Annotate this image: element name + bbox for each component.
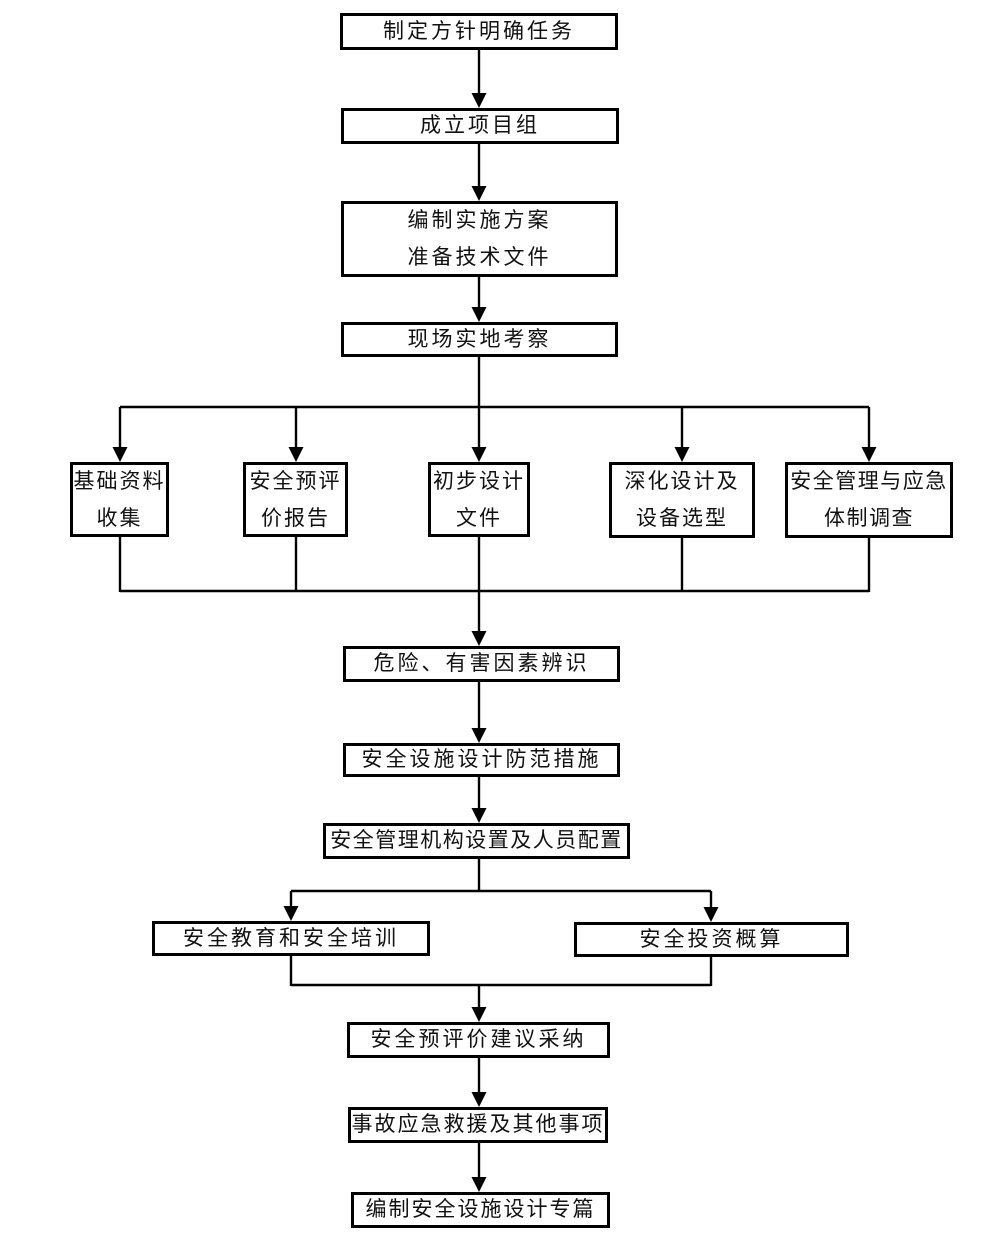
node-label-line1: 编制实施方案 — [407, 208, 552, 233]
arrow-down-icon — [471, 631, 487, 646]
node-label: 安全管理机构设置及人员配置 — [330, 828, 623, 853]
arrow-down-icon — [861, 447, 877, 462]
arrow-down-icon — [471, 808, 487, 823]
node-label-line1: 安全预评 — [249, 468, 342, 493]
node-label-line2: 准备技术文件 — [407, 245, 552, 269]
arrow-down-icon — [471, 1092, 487, 1107]
node-label-line1: 初步设计 — [433, 468, 525, 493]
arrowheads — [112, 93, 877, 1192]
arrow-down-icon — [288, 447, 304, 462]
arrow-down-icon — [674, 447, 690, 462]
arrow-down-icon — [471, 1007, 487, 1022]
node-safety-education-training: 安全教育和安全培训 — [152, 921, 430, 956]
node-org-staffing: 安全管理机构设置及人员配置 — [323, 823, 630, 859]
node-safety-design-measures: 安全设施设计防范措施 — [343, 743, 620, 777]
node-label: 安全投资概算 — [639, 926, 784, 951]
node-label-line1: 基础资料 — [73, 468, 166, 493]
arrow-down-icon — [471, 1177, 487, 1192]
node-label-line2: 设备选型 — [636, 506, 728, 530]
arrow-down-icon — [471, 447, 487, 462]
node-detailed-design-equipment: 深化设计及 设备选型 — [609, 462, 755, 538]
node-safety-investment-estimate: 安全投资概算 — [574, 922, 849, 957]
node-label-line2: 文件 — [456, 505, 502, 530]
node-label: 事故应急救援及其他事项 — [351, 1112, 605, 1137]
node-label: 成立项目组 — [420, 113, 540, 138]
node-accident-emergency-rescue: 事故应急救援及其他事项 — [348, 1107, 608, 1143]
node-form-project-team: 成立项目组 — [341, 108, 619, 144]
node-label: 危险、有害因素辨识 — [373, 651, 590, 676]
node-site-visit: 现场实地考察 — [341, 322, 618, 357]
arrow-down-icon — [471, 186, 487, 201]
node-basic-data-collection: 基础资料 收集 — [70, 462, 169, 537]
node-safety-management-emergency-survey: 安全管理与应急 体制调查 — [785, 462, 953, 538]
node-hazard-identification: 危险、有害因素辨识 — [343, 646, 620, 682]
arrow-down-icon — [471, 307, 487, 322]
node-label-line2: 收集 — [96, 505, 143, 530]
node-label: 安全设施设计防范措施 — [361, 747, 602, 772]
flow-lines — [118, 50, 871, 1180]
node-label: 安全预评价建议采纳 — [370, 1027, 587, 1052]
node-label: 编制安全设施设计专篇 — [365, 1197, 596, 1222]
node-label-line2: 体制调查 — [824, 506, 914, 530]
node-define-policy: 制定方针明确任务 — [340, 13, 618, 50]
arrow-down-icon — [703, 907, 719, 922]
arrow-down-icon — [471, 728, 487, 743]
node-compile-safety-design-chapter: 编制安全设施设计专篇 — [351, 1192, 610, 1228]
node-pre-evaluation-adoption: 安全预评价建议采纳 — [347, 1022, 610, 1058]
node-label-line1: 深化设计及 — [624, 469, 740, 494]
node-preliminary-design-docs: 初步设计 文件 — [428, 462, 530, 537]
arrow-down-icon — [112, 447, 128, 462]
node-label: 安全教育和安全培训 — [183, 925, 399, 950]
node-label-line2: 价报告 — [261, 505, 330, 530]
node-label: 制定方针明确任务 — [383, 18, 575, 43]
node-label-line1: 安全管理与应急 — [790, 469, 948, 494]
node-pre-evaluation-report: 安全预评 价报告 — [243, 462, 348, 537]
arrow-down-icon — [471, 93, 487, 108]
node-prepare-plan-docs: 编制实施方案 准备技术文件 — [341, 201, 618, 277]
arrow-down-icon — [283, 906, 299, 921]
node-label: 现场实地考察 — [407, 326, 552, 351]
